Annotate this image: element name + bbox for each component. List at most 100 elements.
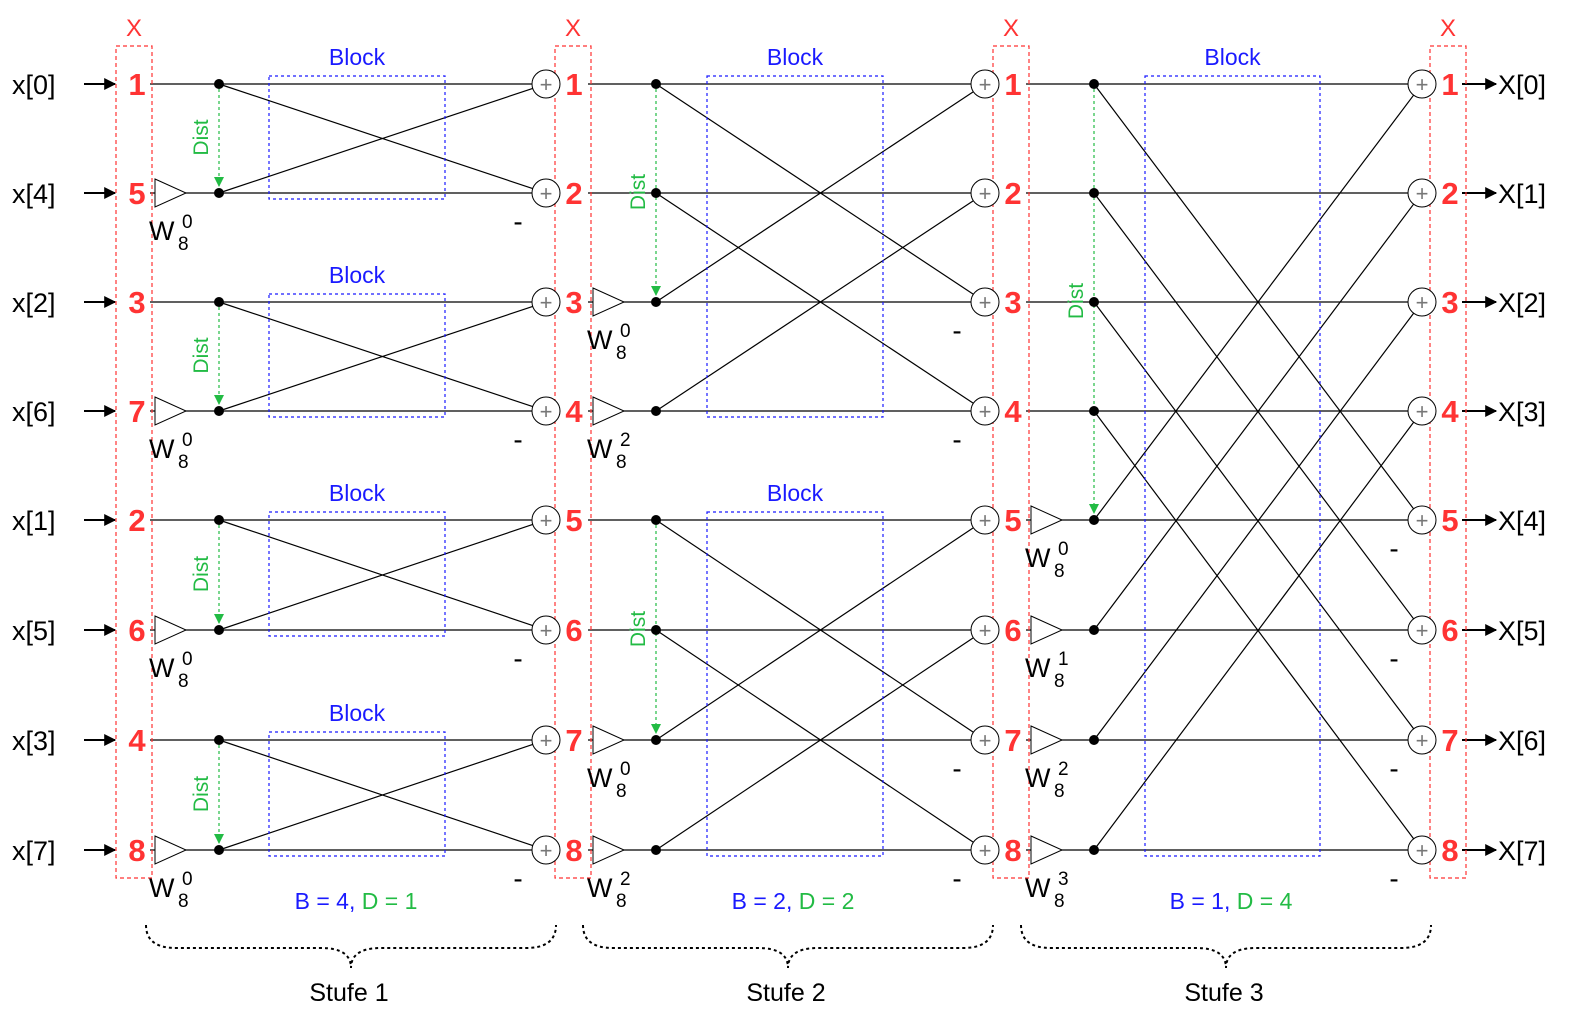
twiddle-label: W	[149, 434, 175, 464]
adder-plus: +	[540, 838, 553, 863]
stage-number: 3	[565, 285, 582, 320]
adder-node	[531, 287, 561, 317]
input-label: x[7]	[12, 836, 56, 866]
minus-sign: -	[952, 424, 961, 455]
stage-brace	[1020, 924, 1432, 969]
adder-plus: +	[979, 618, 992, 643]
block-box	[706, 75, 884, 418]
adder-node	[1407, 69, 1437, 99]
twiddle-subscript: 8	[616, 891, 627, 912]
twiddle-exponent: 0	[182, 430, 193, 451]
twiddle-label: W	[587, 434, 613, 464]
stage-number: 4	[565, 394, 583, 429]
twiddle-label: W	[1025, 873, 1051, 903]
adder-plus: +	[1416, 618, 1429, 643]
butterfly-line	[218, 301, 533, 408]
junction-dot	[651, 79, 661, 89]
stage-number: 7	[1004, 723, 1021, 758]
butterfly-line	[218, 743, 533, 851]
block-label: Block	[329, 700, 386, 726]
stage-number: 4	[1004, 394, 1022, 429]
adder-node	[970, 178, 1000, 208]
junction-dot	[651, 406, 661, 416]
twiddle-subscript: 8	[1054, 891, 1065, 912]
butterfly-line	[1093, 301, 1415, 730]
block-and-x-boxes	[115, 45, 1467, 879]
adder-node	[1407, 835, 1437, 865]
block-count: B = 4,	[295, 888, 362, 914]
adder-plus: +	[540, 290, 553, 315]
stage-number: 4	[1441, 394, 1459, 429]
adder-plus: +	[1416, 728, 1429, 753]
input-order-number: 5	[128, 176, 145, 211]
adder-node	[970, 396, 1000, 426]
x-marker-box	[1429, 45, 1467, 879]
twiddle-subscript: 8	[178, 671, 189, 692]
minus-sign: -	[1389, 533, 1398, 564]
butterfly-line	[1093, 192, 1415, 620]
block-count: B = 1,	[1170, 888, 1237, 914]
minus-sign: -	[952, 753, 961, 784]
adder-plus: +	[1416, 181, 1429, 206]
adder-node	[970, 505, 1000, 535]
stage-label: Stufe 3	[1184, 979, 1263, 1007]
twiddle-subscript: 8	[178, 452, 189, 473]
junction-dot	[651, 297, 661, 307]
butterfly-line	[218, 87, 533, 194]
twiddle-label: W	[1025, 763, 1051, 793]
output-label: X[5]	[1498, 616, 1546, 646]
adder-plus: +	[540, 618, 553, 643]
butterfly-line	[1093, 94, 1415, 521]
junction-dot	[1089, 845, 1099, 855]
twiddle-label: W	[149, 216, 175, 246]
twiddle-triangle	[1030, 615, 1064, 645]
output-label: X[7]	[1498, 836, 1546, 866]
x-marker-label: X	[1003, 15, 1019, 42]
twiddle-exponent: 0	[620, 759, 631, 780]
block-box	[1144, 75, 1321, 857]
butterfly-line	[1093, 421, 1415, 851]
adder-plus: +	[540, 181, 553, 206]
stage-number: 5	[1441, 503, 1458, 538]
twiddle-label: W	[1025, 543, 1051, 573]
signal-lines	[84, 78, 1498, 969]
adder-node	[1407, 615, 1437, 645]
stage-params: B = 4, D = 1	[295, 888, 418, 914]
input-label: x[0]	[12, 70, 56, 100]
stage-number: 6	[565, 613, 582, 648]
adder-plus: +	[979, 508, 992, 533]
adder-node	[531, 69, 561, 99]
block-box	[268, 75, 446, 200]
twiddle-triangle	[592, 396, 626, 426]
butterfly-line	[655, 200, 974, 412]
adder-node	[1407, 725, 1437, 755]
twiddle-exponent: 1	[1058, 649, 1069, 670]
nodes: ++++++++++++++++++++++++	[154, 69, 1437, 865]
twiddle-subscript: 8	[1054, 671, 1065, 692]
twiddle-exponent: 0	[182, 212, 193, 233]
adder-node	[970, 287, 1000, 317]
minus-sign: -	[952, 315, 961, 346]
minus-sign: -	[513, 206, 522, 237]
block-box	[268, 731, 446, 857]
x-marker-box	[554, 45, 592, 879]
dist-label: Dist	[190, 337, 213, 373]
butterfly-line	[655, 629, 974, 843]
junction-dot	[651, 188, 661, 198]
butterfly-line	[1093, 410, 1415, 840]
twiddle-exponent: 0	[182, 869, 193, 890]
adder-plus: +	[979, 181, 992, 206]
butterfly-line	[1093, 83, 1415, 510]
twiddle-label: W	[1025, 653, 1051, 683]
stage-brace	[145, 924, 557, 969]
twiddle-exponent: 3	[1058, 869, 1069, 890]
twiddle-subscript: 8	[178, 234, 189, 255]
butterfly-line	[655, 637, 974, 851]
labels: x[0]x[4]x[2]x[6]x[1]x[5]x[3]x[7]X[0]X[1]…	[12, 15, 1546, 1007]
minus-sign: -	[1389, 643, 1398, 674]
adder-node	[970, 69, 1000, 99]
adder-node	[1407, 396, 1437, 426]
twiddle-label: W	[587, 763, 613, 793]
butterfly-line	[655, 519, 974, 733]
butterfly-line	[218, 519, 533, 627]
